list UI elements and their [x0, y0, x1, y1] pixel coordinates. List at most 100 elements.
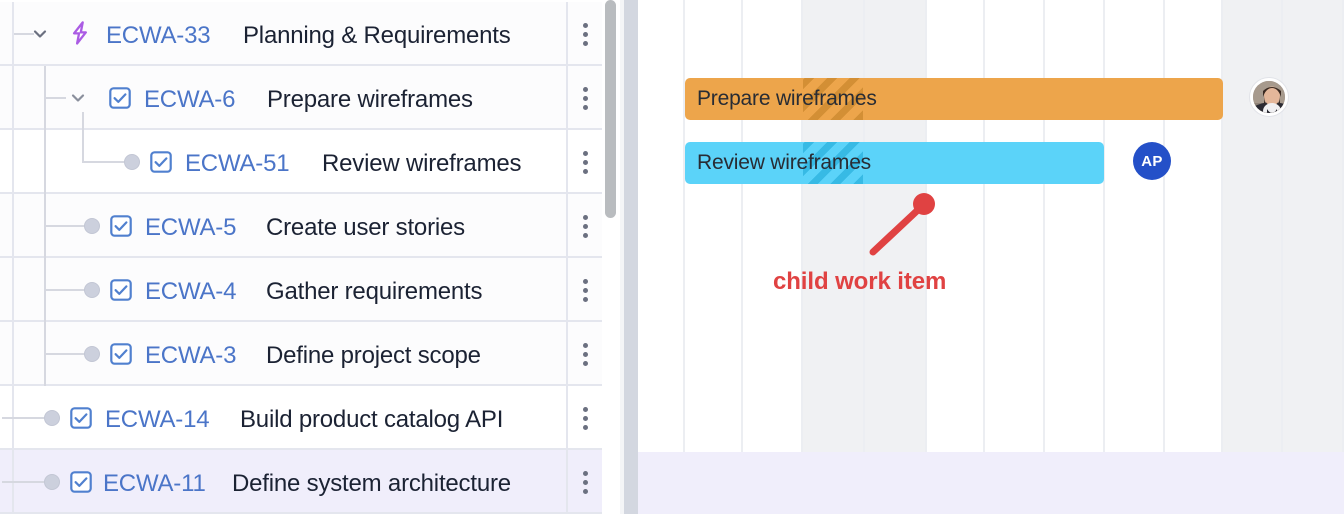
tree-connector-line [82, 112, 84, 162]
kebab-menu-icon[interactable] [566, 386, 602, 450]
panel-divider-handle[interactable] [624, 0, 638, 514]
task-checkbox-icon [69, 470, 93, 494]
task-checkbox-icon [108, 86, 132, 110]
tree-node-dot [44, 410, 60, 426]
kebab-dots [582, 214, 588, 238]
avatar[interactable] [1250, 78, 1288, 116]
tree-connector-line [14, 33, 34, 35]
timeline-day-column-weekend [865, 0, 927, 452]
table-row[interactable]: ECWA-33 Planning & Requirements [0, 2, 602, 66]
row-title[interactable]: Review wireframes [322, 150, 522, 177]
row-title[interactable]: Planning & Requirements [243, 22, 511, 49]
avatar-initials-label: AP [1141, 152, 1163, 170]
table-row[interactable]: ECWA-3 Define project scope [0, 322, 602, 386]
timeline-day-column-weekend [803, 0, 865, 452]
tree-connector-line [2, 417, 44, 419]
timeline-day-column [1105, 0, 1165, 452]
timeline-day-column-weekend [1223, 0, 1283, 452]
tree-connector-line [44, 97, 66, 99]
task-checkbox-icon [149, 150, 173, 174]
kebab-dots [582, 86, 588, 110]
row-key[interactable]: ECWA-14 [105, 406, 210, 433]
kebab-dots [582, 470, 588, 494]
kebab-dots [582, 278, 588, 302]
kebab-menu-icon[interactable] [566, 130, 602, 194]
tree-connector-line [2, 481, 44, 483]
task-checkbox-icon [109, 214, 133, 238]
gantt-bar-label: Prepare wireframes [697, 87, 877, 110]
table-row[interactable]: ECWA-14 Build product catalog API [0, 386, 602, 450]
tree-node-dot [124, 154, 140, 170]
row-key[interactable]: ECWA-6 [144, 86, 236, 113]
row-left-rail [0, 66, 14, 130]
row-left-rail [0, 322, 14, 386]
table-row[interactable]: ECWA-4 Gather requirements [0, 258, 602, 322]
gantt-bar-label: Review wireframes [697, 151, 871, 174]
panel-gap [620, 0, 624, 514]
row-title[interactable]: Gather requirements [266, 278, 483, 305]
tree-node-dot [84, 218, 100, 234]
gantt-bar-prepare-wireframes[interactable]: Prepare wireframes [685, 78, 1223, 120]
row-title[interactable]: Define system architecture [232, 470, 511, 497]
gantt-bar-weekend-stripes [803, 142, 863, 184]
row-title[interactable]: Create user stories [266, 214, 465, 241]
gantt-timeline: Prepare wireframes Review wireframes AP [638, 0, 1344, 514]
task-checkbox-icon [109, 342, 133, 366]
row-title[interactable]: Prepare wireframes [267, 86, 473, 113]
timeline-day-column [638, 0, 685, 452]
task-checkbox-icon [109, 278, 133, 302]
kebab-dots [582, 22, 588, 46]
kebab-menu-icon[interactable] [566, 194, 602, 258]
work-item-tree-panel: ECWA-33 Planning & Requirements [0, 0, 602, 514]
table-row[interactable]: ECWA-5 Create user stories [0, 194, 602, 258]
task-checkbox-icon [69, 406, 93, 430]
gantt-bar-review-wireframes[interactable]: Review wireframes [685, 142, 1104, 184]
gantt-selected-row-lane[interactable] [638, 452, 1344, 514]
kebab-menu-icon[interactable] [566, 2, 602, 66]
kebab-menu-icon[interactable] [566, 322, 602, 386]
row-title[interactable]: Build product catalog API [240, 406, 504, 433]
table-row[interactable]: ECWA-6 Prepare wireframes [0, 66, 602, 130]
expand-toggle-ecwa-33[interactable] [30, 24, 50, 44]
kebab-dots [582, 150, 588, 174]
row-left-rail [0, 2, 14, 66]
timeline-day-column-weekend [1283, 0, 1344, 452]
timeline-day-column [1165, 0, 1223, 452]
timeline-day-column [927, 0, 985, 452]
kebab-menu-icon[interactable] [566, 258, 602, 322]
row-key[interactable]: ECWA-11 [103, 470, 206, 497]
tree-connector-line [44, 353, 86, 355]
timeline-day-column [685, 0, 743, 452]
row-left-rail [0, 194, 14, 258]
row-title[interactable]: Define project scope [266, 342, 481, 369]
tree-node-dot [44, 474, 60, 490]
timeline-day-column [985, 0, 1045, 452]
row-key[interactable]: ECWA-51 [185, 150, 290, 177]
tree-connector-line [44, 130, 46, 194]
avatar[interactable]: AP [1133, 142, 1171, 180]
epic-lightning-icon [68, 20, 94, 46]
row-key[interactable]: ECWA-5 [145, 214, 237, 241]
annotation-label: child work item [773, 268, 947, 295]
row-key[interactable]: ECWA-3 [145, 342, 237, 369]
timeline-day-column [743, 0, 803, 452]
row-key[interactable]: ECWA-4 [145, 278, 237, 305]
vertical-scrollbar-thumb[interactable] [605, 0, 616, 218]
expand-toggle-ecwa-6[interactable] [68, 88, 88, 108]
row-left-rail [0, 130, 14, 194]
timeline-day-column [1045, 0, 1105, 452]
table-row[interactable]: ECWA-11 Define system architecture [0, 450, 602, 514]
table-row[interactable]: ECWA-51 Review wireframes [0, 112, 602, 194]
kebab-menu-icon[interactable] [566, 66, 602, 130]
row-key[interactable]: ECWA-33 [106, 22, 211, 49]
row-left-rail [0, 258, 14, 322]
tree-node-dot [84, 282, 100, 298]
gantt-bar-weekend-stripes [803, 78, 863, 120]
kebab-menu-icon[interactable] [566, 450, 602, 514]
kebab-dots [582, 406, 588, 430]
kebab-dots [582, 342, 588, 366]
tree-connector-line [44, 289, 86, 291]
tree-node-dot [84, 346, 100, 362]
tree-connector-line [44, 225, 86, 227]
